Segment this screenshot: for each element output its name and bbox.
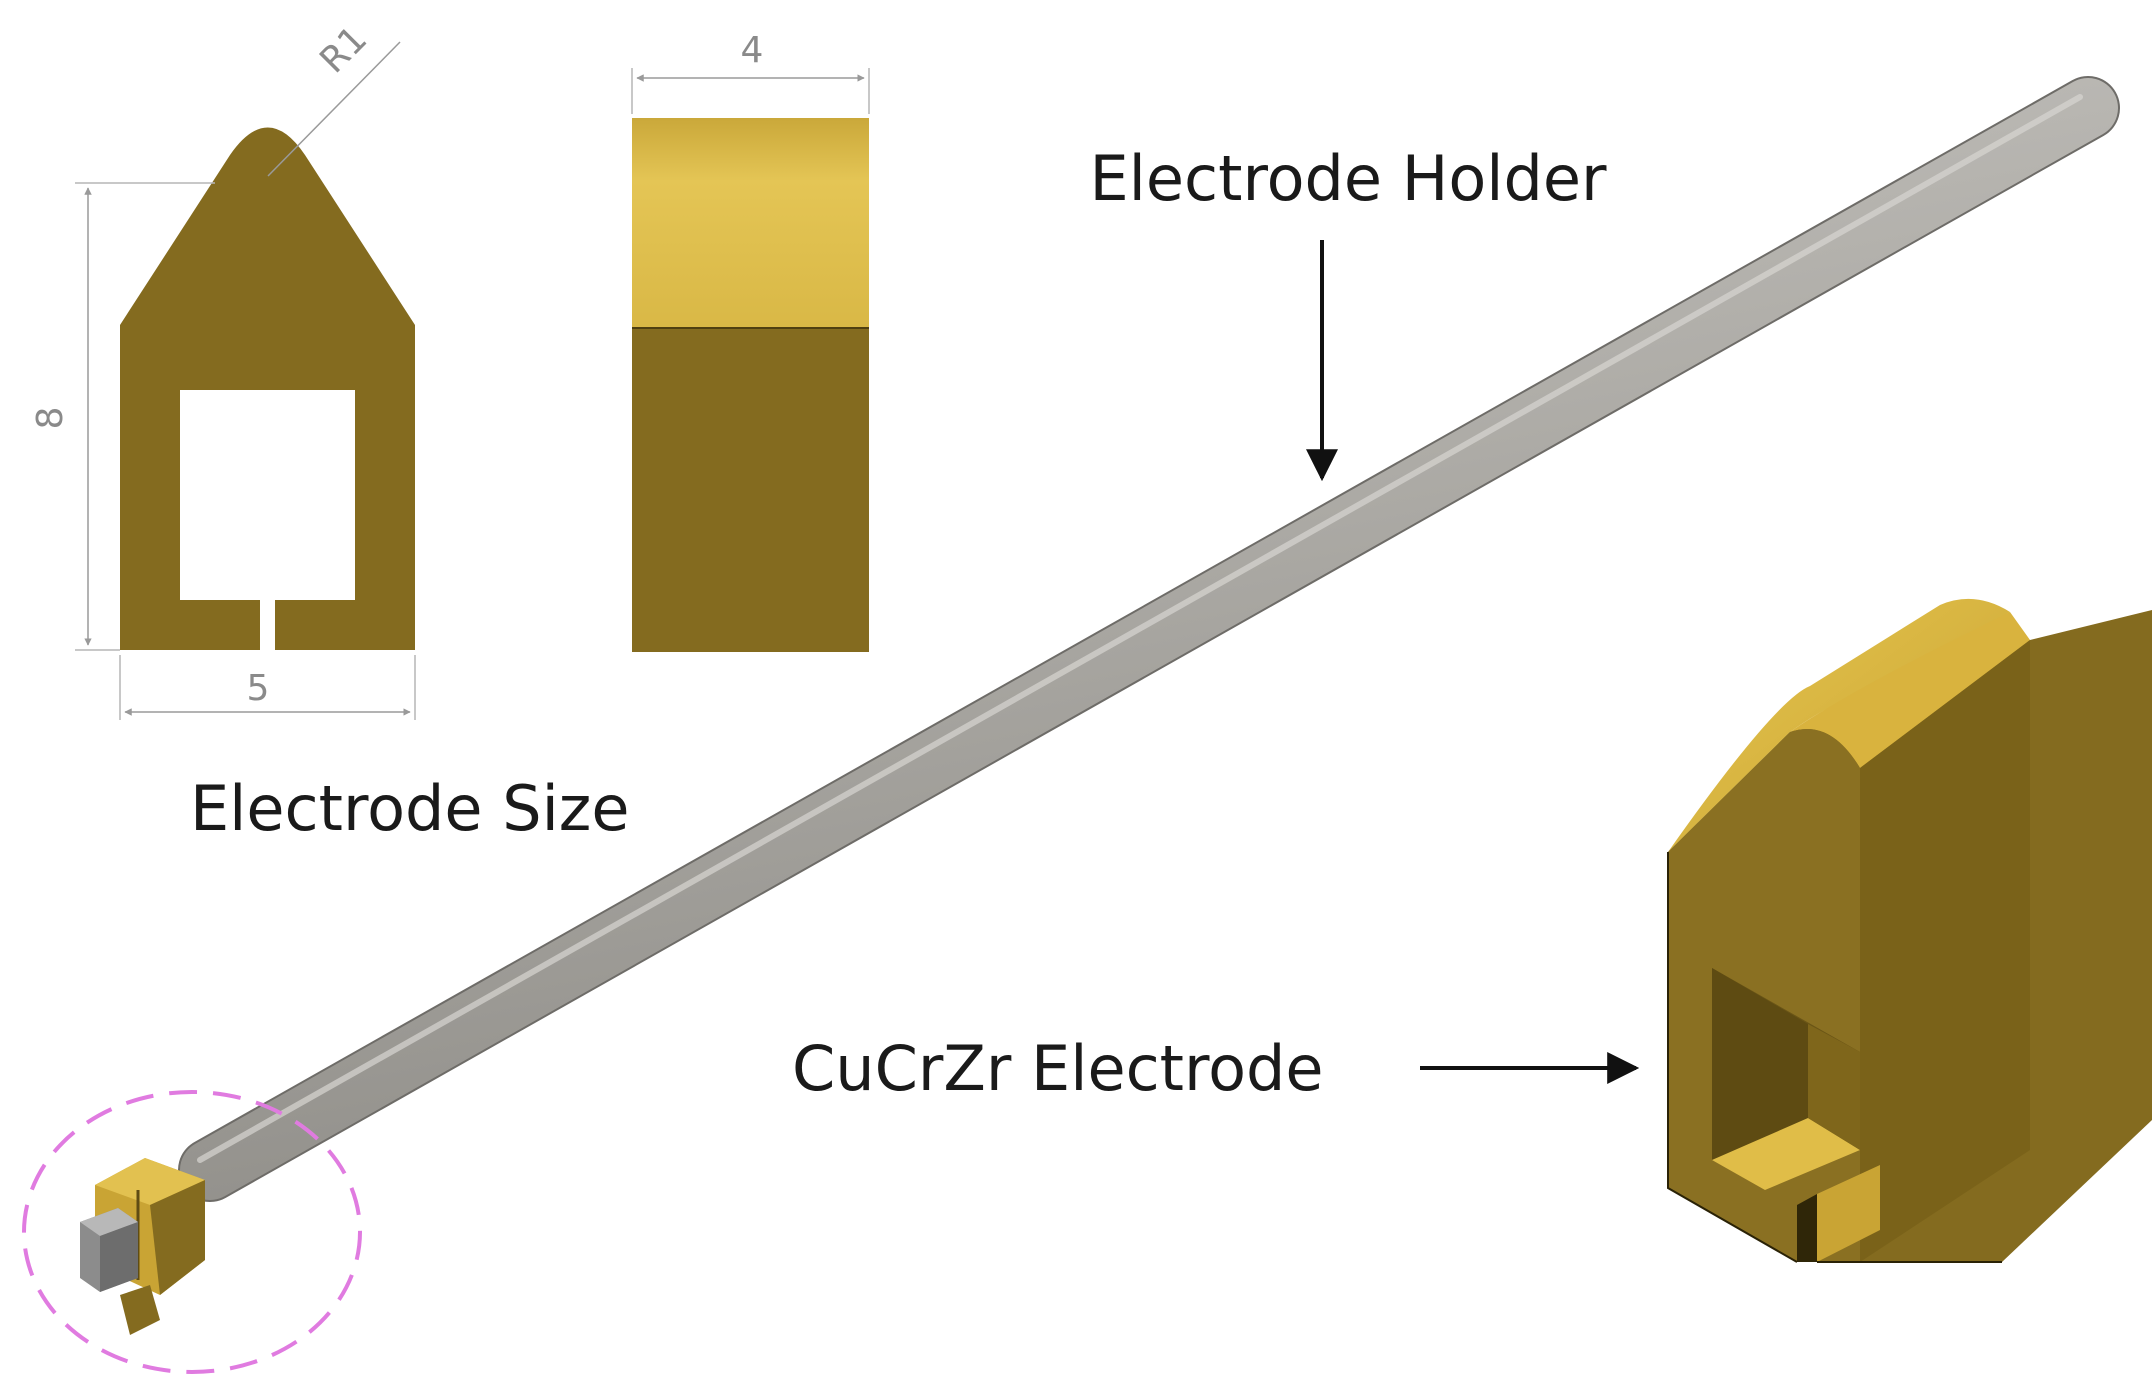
front-view: R1 8 5	[30, 18, 416, 720]
dimension-width-label: 5	[247, 668, 270, 709]
side-view-bottom-band	[632, 328, 869, 652]
highlight-circle	[22, 1090, 362, 1374]
side-view: 4	[631, 30, 870, 652]
dimension-thickness-label: 4	[741, 30, 764, 71]
cucrzr-electrode-label: CuCrZr Electrode	[792, 1032, 1324, 1105]
dimension-radius-label: R1	[312, 18, 375, 81]
isometric-electrode	[1667, 598, 2152, 1263]
front-view-body	[120, 127, 415, 650]
electrode-holder-label: Electrode Holder	[1090, 142, 1607, 215]
mounted-electrode	[22, 1090, 362, 1374]
electrode-holder-rod	[178, 76, 2120, 1202]
side-view-top-band	[632, 118, 869, 328]
dimension-height-label: 8	[30, 407, 71, 430]
electrode-size-label: Electrode Size	[190, 772, 629, 845]
